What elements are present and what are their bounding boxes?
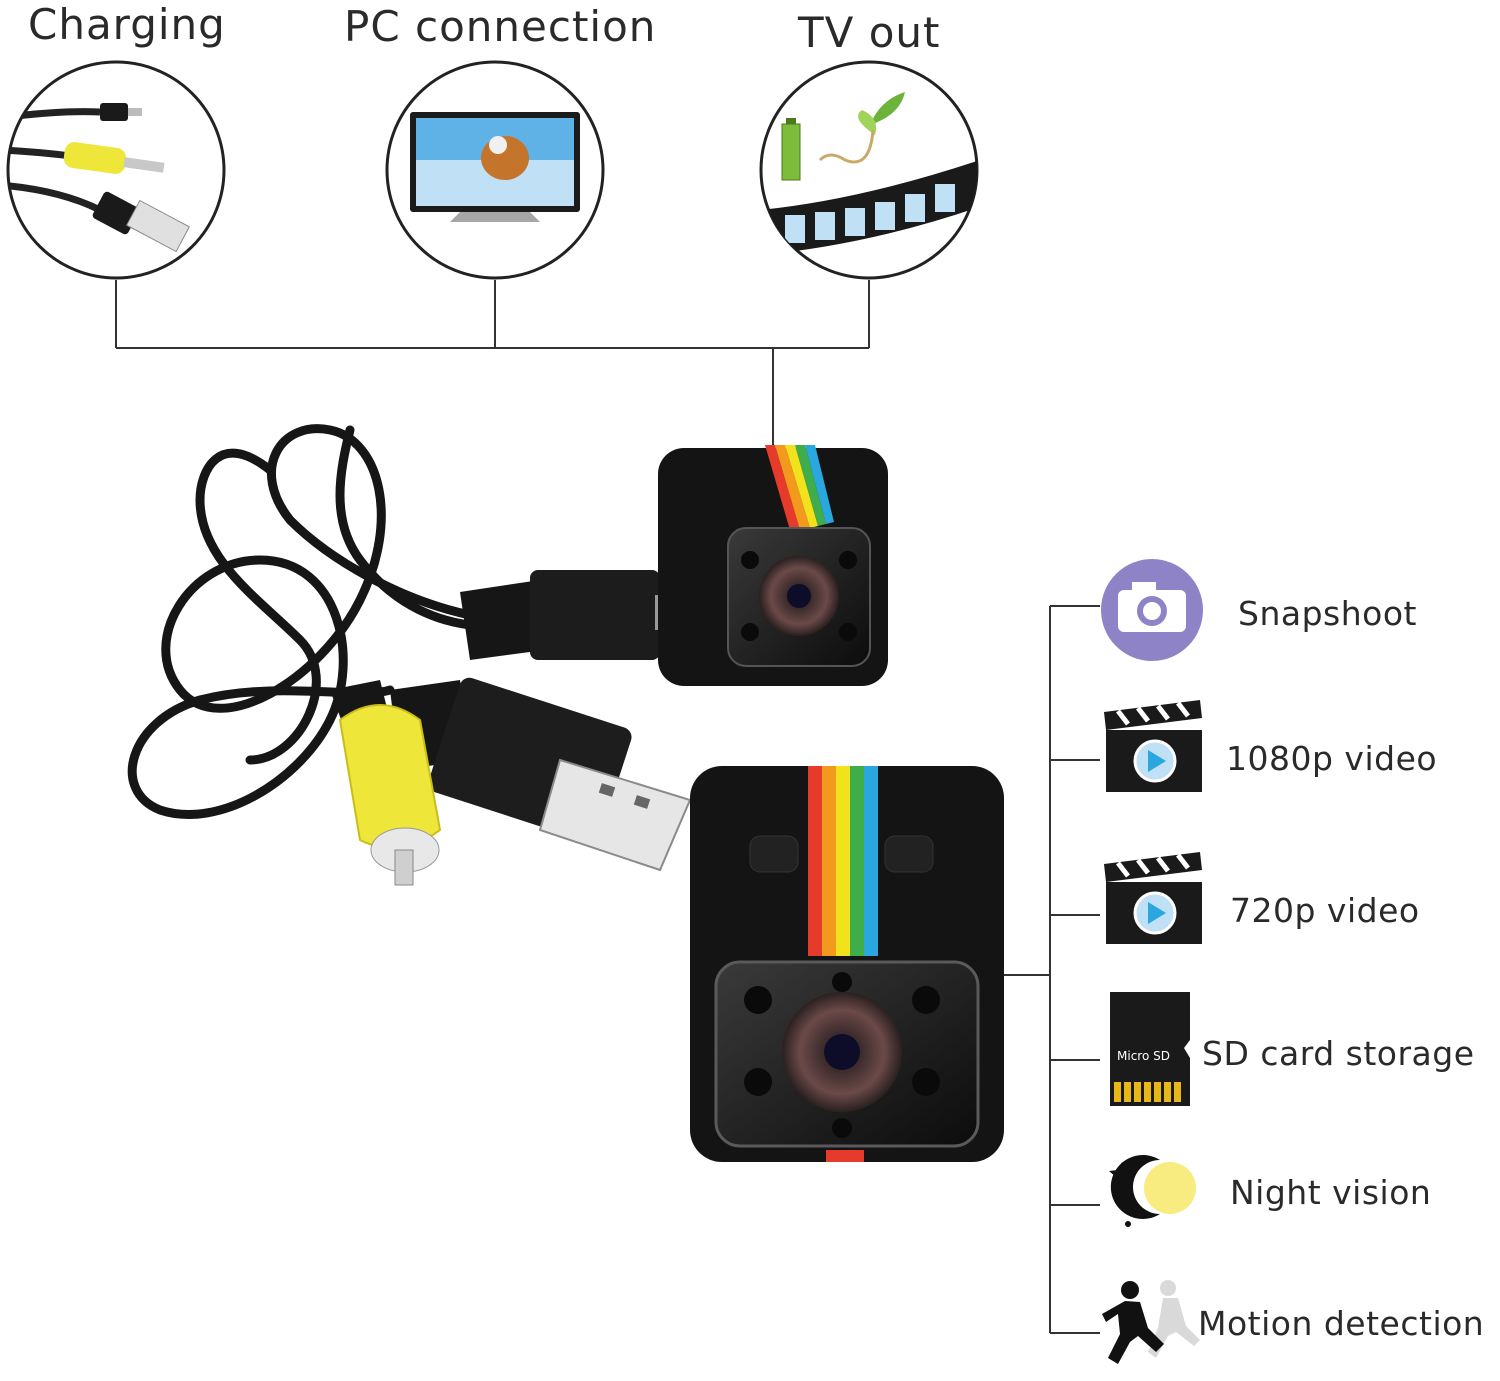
feature-label-snapshoot: Snapshoot xyxy=(1238,594,1417,633)
mini-camera-large xyxy=(690,766,1004,1162)
rainbow-stripe-small xyxy=(765,445,834,530)
charging-label: Charging xyxy=(28,0,226,49)
connector-lines xyxy=(115,280,1100,1334)
clapperboard-icon xyxy=(1104,852,1202,944)
cables-icon xyxy=(8,103,190,253)
monitor-icon xyxy=(410,112,580,222)
feature-label-1080p: 1080p video xyxy=(1226,739,1438,778)
camera-icon xyxy=(1101,559,1203,661)
moon-sun-icon xyxy=(1109,1155,1196,1227)
micro-sd-text: Micro SD xyxy=(1117,1049,1170,1063)
feature-label-night-vision: Night vision xyxy=(1230,1173,1432,1212)
film-strip-icon xyxy=(761,92,977,255)
usb-a-plug xyxy=(390,677,692,872)
feature-label-motion: Motion detection xyxy=(1198,1304,1485,1343)
mini-camera-small xyxy=(658,445,888,686)
mini-usb-plug xyxy=(460,570,675,660)
clapperboard-icon xyxy=(1104,700,1202,792)
tv-out-circle xyxy=(759,60,979,280)
charging-circle xyxy=(6,60,226,280)
rainbow-stripe-large xyxy=(808,766,878,956)
micro-sd-card-icon xyxy=(1110,992,1190,1106)
tv-out-label: TV out xyxy=(798,8,941,57)
running-person-icon xyxy=(1102,1280,1200,1364)
rca-plug xyxy=(330,680,442,886)
pc-connection-label: PC connection xyxy=(344,2,657,51)
feature-label-720p: 720p video xyxy=(1230,891,1420,930)
pc-connection-circle xyxy=(385,60,605,280)
feature-label-sd-card: SD card storage xyxy=(1202,1034,1475,1073)
usb-cable xyxy=(127,424,475,819)
